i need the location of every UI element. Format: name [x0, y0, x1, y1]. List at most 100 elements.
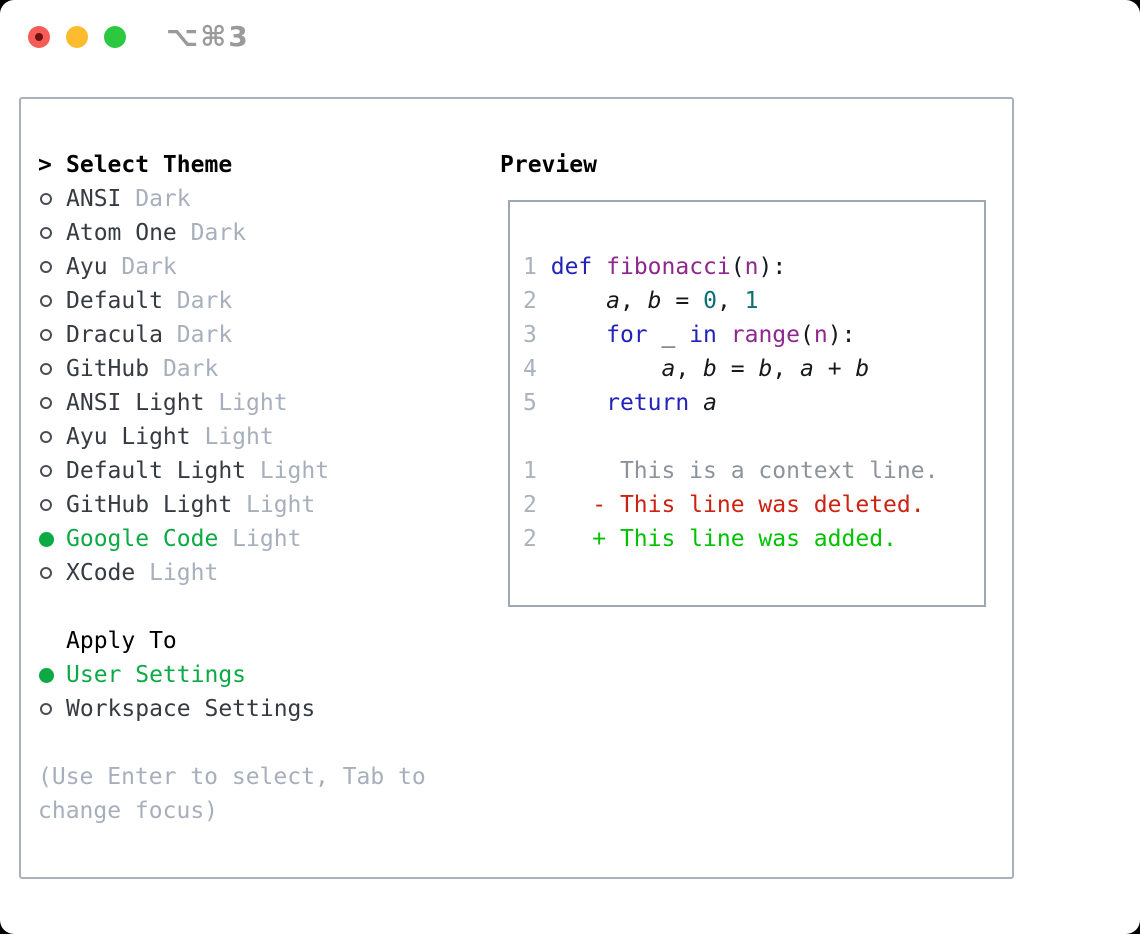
apply-option[interactable]: Workspace Settings	[38, 692, 329, 726]
theme-option[interactable]: Google Code Light	[38, 522, 329, 556]
option-label: Atom One	[66, 220, 177, 246]
line-number: 3	[523, 322, 537, 348]
option-variant: Light	[218, 526, 302, 552]
zoom-button[interactable]	[104, 26, 126, 48]
code-line: 5 return a	[523, 386, 984, 420]
line-number: 4	[523, 356, 537, 382]
chevron-right-icon: >	[38, 152, 52, 178]
code-token	[537, 288, 606, 314]
titlebar: ⌥⌘3	[0, 0, 1140, 74]
radio-unselected-icon	[38, 431, 66, 443]
option-label: GitHub	[66, 356, 150, 382]
code-line: 4 a, b = b, a + b	[523, 352, 984, 386]
close-button[interactable]	[28, 26, 50, 48]
code-token	[592, 254, 606, 280]
code-token: ,	[619, 288, 648, 314]
minimize-button[interactable]	[66, 26, 88, 48]
code-line: 2 a, b = 0, 1	[523, 284, 984, 318]
option-variant: Dark	[162, 322, 233, 348]
code-token: This is a context line.	[536, 458, 939, 484]
code-token: fibonacci	[606, 254, 731, 280]
line-number: 2	[523, 288, 537, 314]
code-token: +	[813, 356, 856, 382]
theme-option[interactable]: ANSI Light Light	[38, 386, 329, 420]
radio-unselected-icon	[38, 397, 66, 409]
code-token: b	[647, 288, 662, 314]
radio-unselected-icon	[38, 499, 66, 511]
theme-option[interactable]: Ayu Light Light	[38, 420, 329, 454]
code-token: + This line was added.	[536, 526, 897, 552]
code-token: ,	[675, 356, 704, 382]
radio-unselected-icon	[38, 329, 66, 341]
option-label: ANSI	[66, 186, 122, 212]
option-label: Workspace Settings	[66, 696, 316, 722]
help-line-1: (Use Enter to select, Tab to	[38, 764, 426, 790]
theme-option[interactable]: Ayu Dark	[38, 250, 329, 284]
option-label: Default Light	[66, 458, 247, 484]
code-token: _	[647, 322, 690, 348]
radio-unselected-icon	[38, 261, 66, 273]
code-token: range	[730, 322, 801, 348]
option-variant: Dark	[162, 288, 233, 314]
option-label: GitHub Light	[66, 492, 233, 518]
code-token: n	[744, 254, 759, 280]
code-token: in	[689, 322, 717, 348]
apply-option[interactable]: User Settings	[38, 658, 329, 692]
code-token	[537, 356, 662, 382]
theme-option[interactable]: GitHub Dark	[38, 352, 329, 386]
option-label: Default	[66, 288, 163, 314]
code-token: (	[800, 322, 814, 348]
theme-option[interactable]: XCode Light	[38, 556, 329, 590]
radio-unselected-icon	[38, 703, 66, 715]
code-token: a	[800, 356, 814, 382]
theme-option[interactable]: Default Dark	[38, 284, 329, 318]
code-token: ,	[772, 356, 801, 382]
option-variant: Light	[190, 424, 274, 450]
code-line: 2 + This line was added.	[523, 522, 984, 556]
option-variant: Dark	[149, 356, 219, 382]
option-variant: Light	[232, 492, 316, 518]
option-variant: Dark	[121, 186, 191, 212]
code-line: 1 def fibonacci(n):	[523, 250, 984, 284]
radio-unselected-icon	[38, 295, 66, 307]
option-label: User Settings	[66, 662, 247, 688]
theme-option[interactable]: ANSI Dark	[38, 182, 329, 216]
code-token: b	[703, 356, 717, 382]
radio-unselected-icon	[38, 363, 66, 375]
theme-list-header: > Select Theme	[38, 148, 329, 182]
radio-selected-icon	[38, 667, 66, 683]
unsaved-dot-icon	[35, 33, 43, 41]
apply-to-title: Apply To	[66, 628, 177, 654]
theme-option[interactable]: Atom One Dark	[38, 216, 329, 250]
code-token: ):	[758, 254, 787, 280]
code-token: =	[716, 356, 759, 382]
code-line: 3 for _ in range(n):	[523, 318, 984, 352]
window-title: ⌥⌘3	[166, 20, 250, 53]
code-token: 1	[744, 288, 759, 314]
theme-list-title: Select Theme	[66, 152, 233, 178]
code-token: - This line was deleted.	[536, 492, 925, 518]
option-variant: Light	[246, 458, 330, 484]
radio-unselected-icon	[38, 193, 66, 205]
radio-unselected-icon	[38, 465, 66, 477]
theme-option[interactable]: Dracula Dark	[38, 318, 329, 352]
code-token: b	[758, 356, 773, 382]
code-token	[537, 390, 606, 416]
option-label: Dracula	[66, 322, 163, 348]
preview-title: Preview	[500, 152, 597, 178]
cursor-marker: >	[38, 148, 66, 182]
code-line	[523, 420, 984, 454]
code-token: (	[730, 254, 745, 280]
code-token: for	[606, 322, 648, 348]
code-line: 2 - This line was deleted.	[523, 488, 984, 522]
theme-option[interactable]: GitHub Light Light	[38, 488, 329, 522]
theme-option[interactable]: Default Light Light	[38, 454, 329, 488]
option-variant: Dark	[176, 220, 247, 246]
code-token: 0	[703, 288, 717, 314]
code-line: 1 This is a context line.	[523, 454, 984, 488]
